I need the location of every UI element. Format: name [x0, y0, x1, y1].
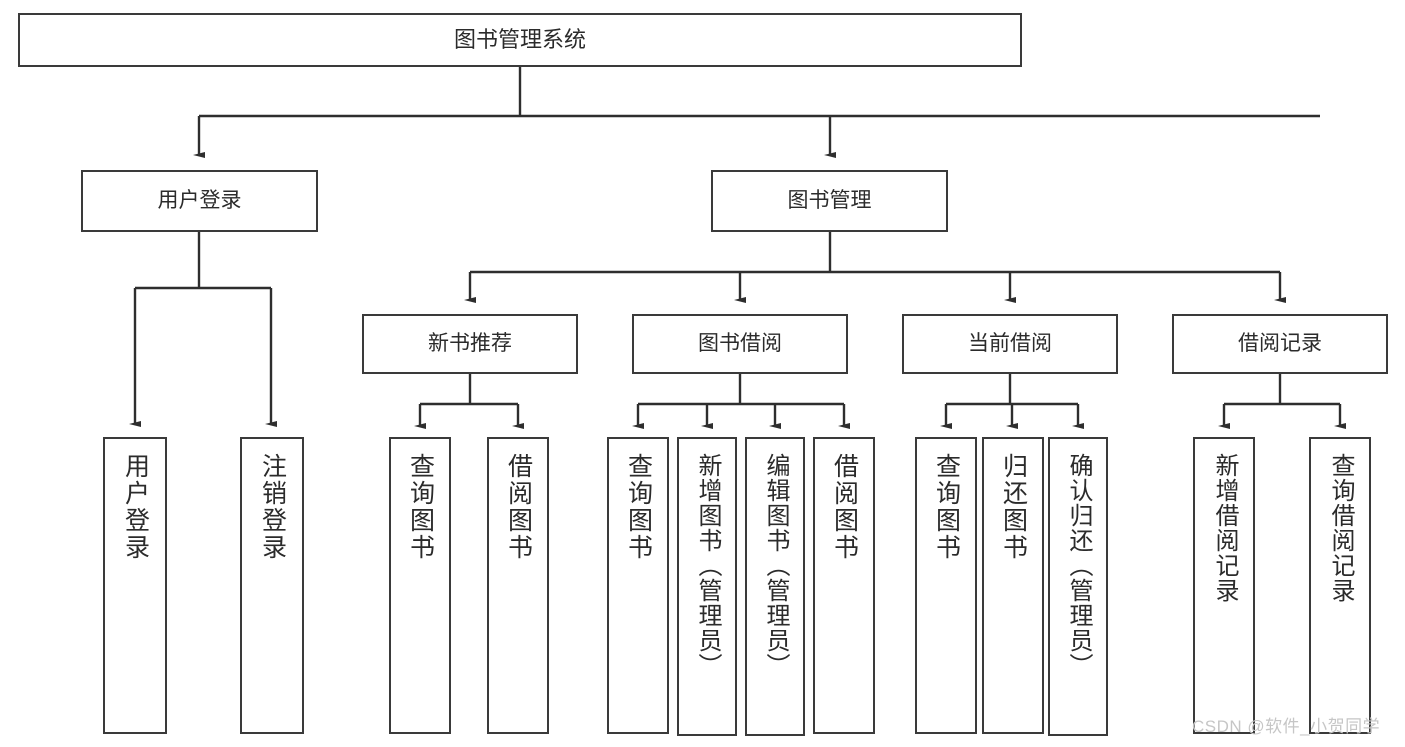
node-label: 新书推荐: [428, 331, 512, 355]
node-label: 归还图书: [999, 453, 1028, 561]
node-borrow-record[interactable]: 借阅记录: [1172, 314, 1388, 374]
leaf-add-borrow-record[interactable]: 新增借阅记录: [1193, 437, 1255, 734]
node-label: 借阅图书: [504, 453, 533, 561]
leaf-user-login[interactable]: 用户登录: [103, 437, 167, 734]
leaf-query-book-recommend[interactable]: 查询图书: [389, 437, 451, 734]
node-label: 图书管理系统: [453, 27, 586, 53]
node-label: 查询借阅记录: [1327, 453, 1354, 603]
node-label: 注销登录: [258, 453, 287, 561]
leaf-confirm-return-admin[interactable]: 确认归还（管理员）: [1048, 437, 1108, 736]
leaf-add-book-admin[interactable]: 新增图书（管理员）: [677, 437, 737, 736]
node-book-borrow[interactable]: 图书借阅: [632, 314, 848, 374]
node-label: 确认归还（管理员）: [1065, 453, 1092, 678]
node-label: 当前借阅: [968, 331, 1052, 355]
node-book-management[interactable]: 图书管理: [711, 170, 948, 232]
node-label: 新增借阅记录: [1211, 453, 1238, 603]
node-label: 新增图书（管理员）: [694, 453, 721, 678]
node-label: 用户登录: [157, 188, 242, 212]
leaf-logout[interactable]: 注销登录: [240, 437, 304, 734]
leaf-query-book-current[interactable]: 查询图书: [915, 437, 977, 734]
node-label: 用户登录: [121, 453, 150, 561]
node-user-login[interactable]: 用户登录: [81, 170, 318, 232]
node-label: 借阅记录: [1238, 331, 1322, 355]
node-label: 查询图书: [624, 453, 653, 561]
node-label: 查询图书: [406, 453, 435, 561]
leaf-borrow-book[interactable]: 借阅图书: [813, 437, 875, 734]
node-new-book-recommend[interactable]: 新书推荐: [362, 314, 578, 374]
node-label: 编辑图书（管理员）: [762, 453, 789, 678]
csdn-watermark: CSDN @软件_小贺同学: [1192, 717, 1381, 736]
leaf-query-book-borrow[interactable]: 查询图书: [607, 437, 669, 734]
leaf-query-borrow-record[interactable]: 查询借阅记录: [1309, 437, 1371, 734]
node-label: 查询图书: [932, 453, 961, 561]
node-current-borrow[interactable]: 当前借阅: [902, 314, 1118, 374]
node-root-book-management-system[interactable]: 图书管理系统: [18, 13, 1022, 67]
node-label: 图书管理: [787, 188, 872, 212]
leaf-edit-book-admin[interactable]: 编辑图书（管理员）: [745, 437, 805, 736]
leaf-borrow-book-recommend[interactable]: 借阅图书: [487, 437, 549, 734]
node-label: 借阅图书: [830, 453, 859, 561]
leaf-return-book[interactable]: 归还图书: [982, 437, 1044, 734]
node-label: 图书借阅: [698, 331, 782, 355]
